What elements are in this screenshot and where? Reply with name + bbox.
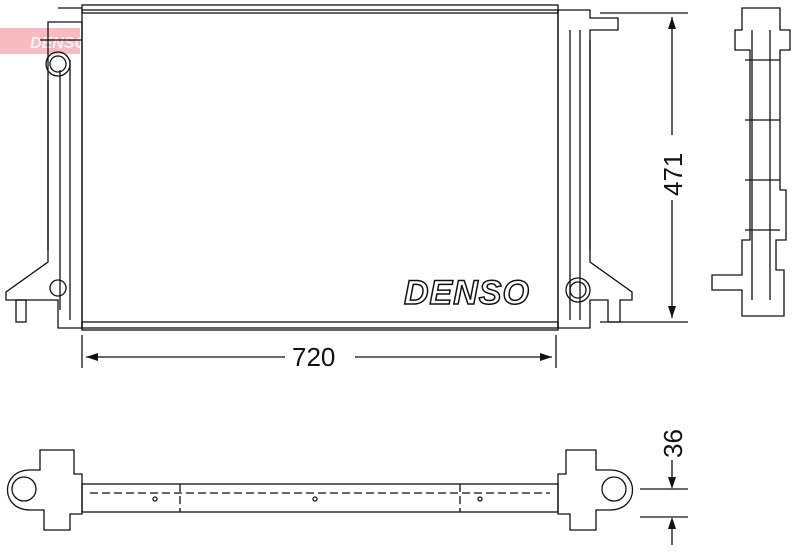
height-label: 471 [658, 153, 688, 196]
brand-logo: DENSO [404, 274, 530, 312]
depth-label: 36 [658, 429, 688, 458]
watermark-text: DENSO [30, 35, 87, 52]
dimension-depth: 36 [640, 429, 688, 545]
top-view [6, 449, 634, 531]
dimension-width: 720 [81, 335, 557, 372]
front-view: DENSO [5, 4, 633, 331]
width-label: 720 [292, 342, 335, 372]
dimension-height: 471 [600, 12, 688, 323]
side-view [711, 7, 791, 317]
watermark-logo: DENSO [0, 28, 87, 54]
